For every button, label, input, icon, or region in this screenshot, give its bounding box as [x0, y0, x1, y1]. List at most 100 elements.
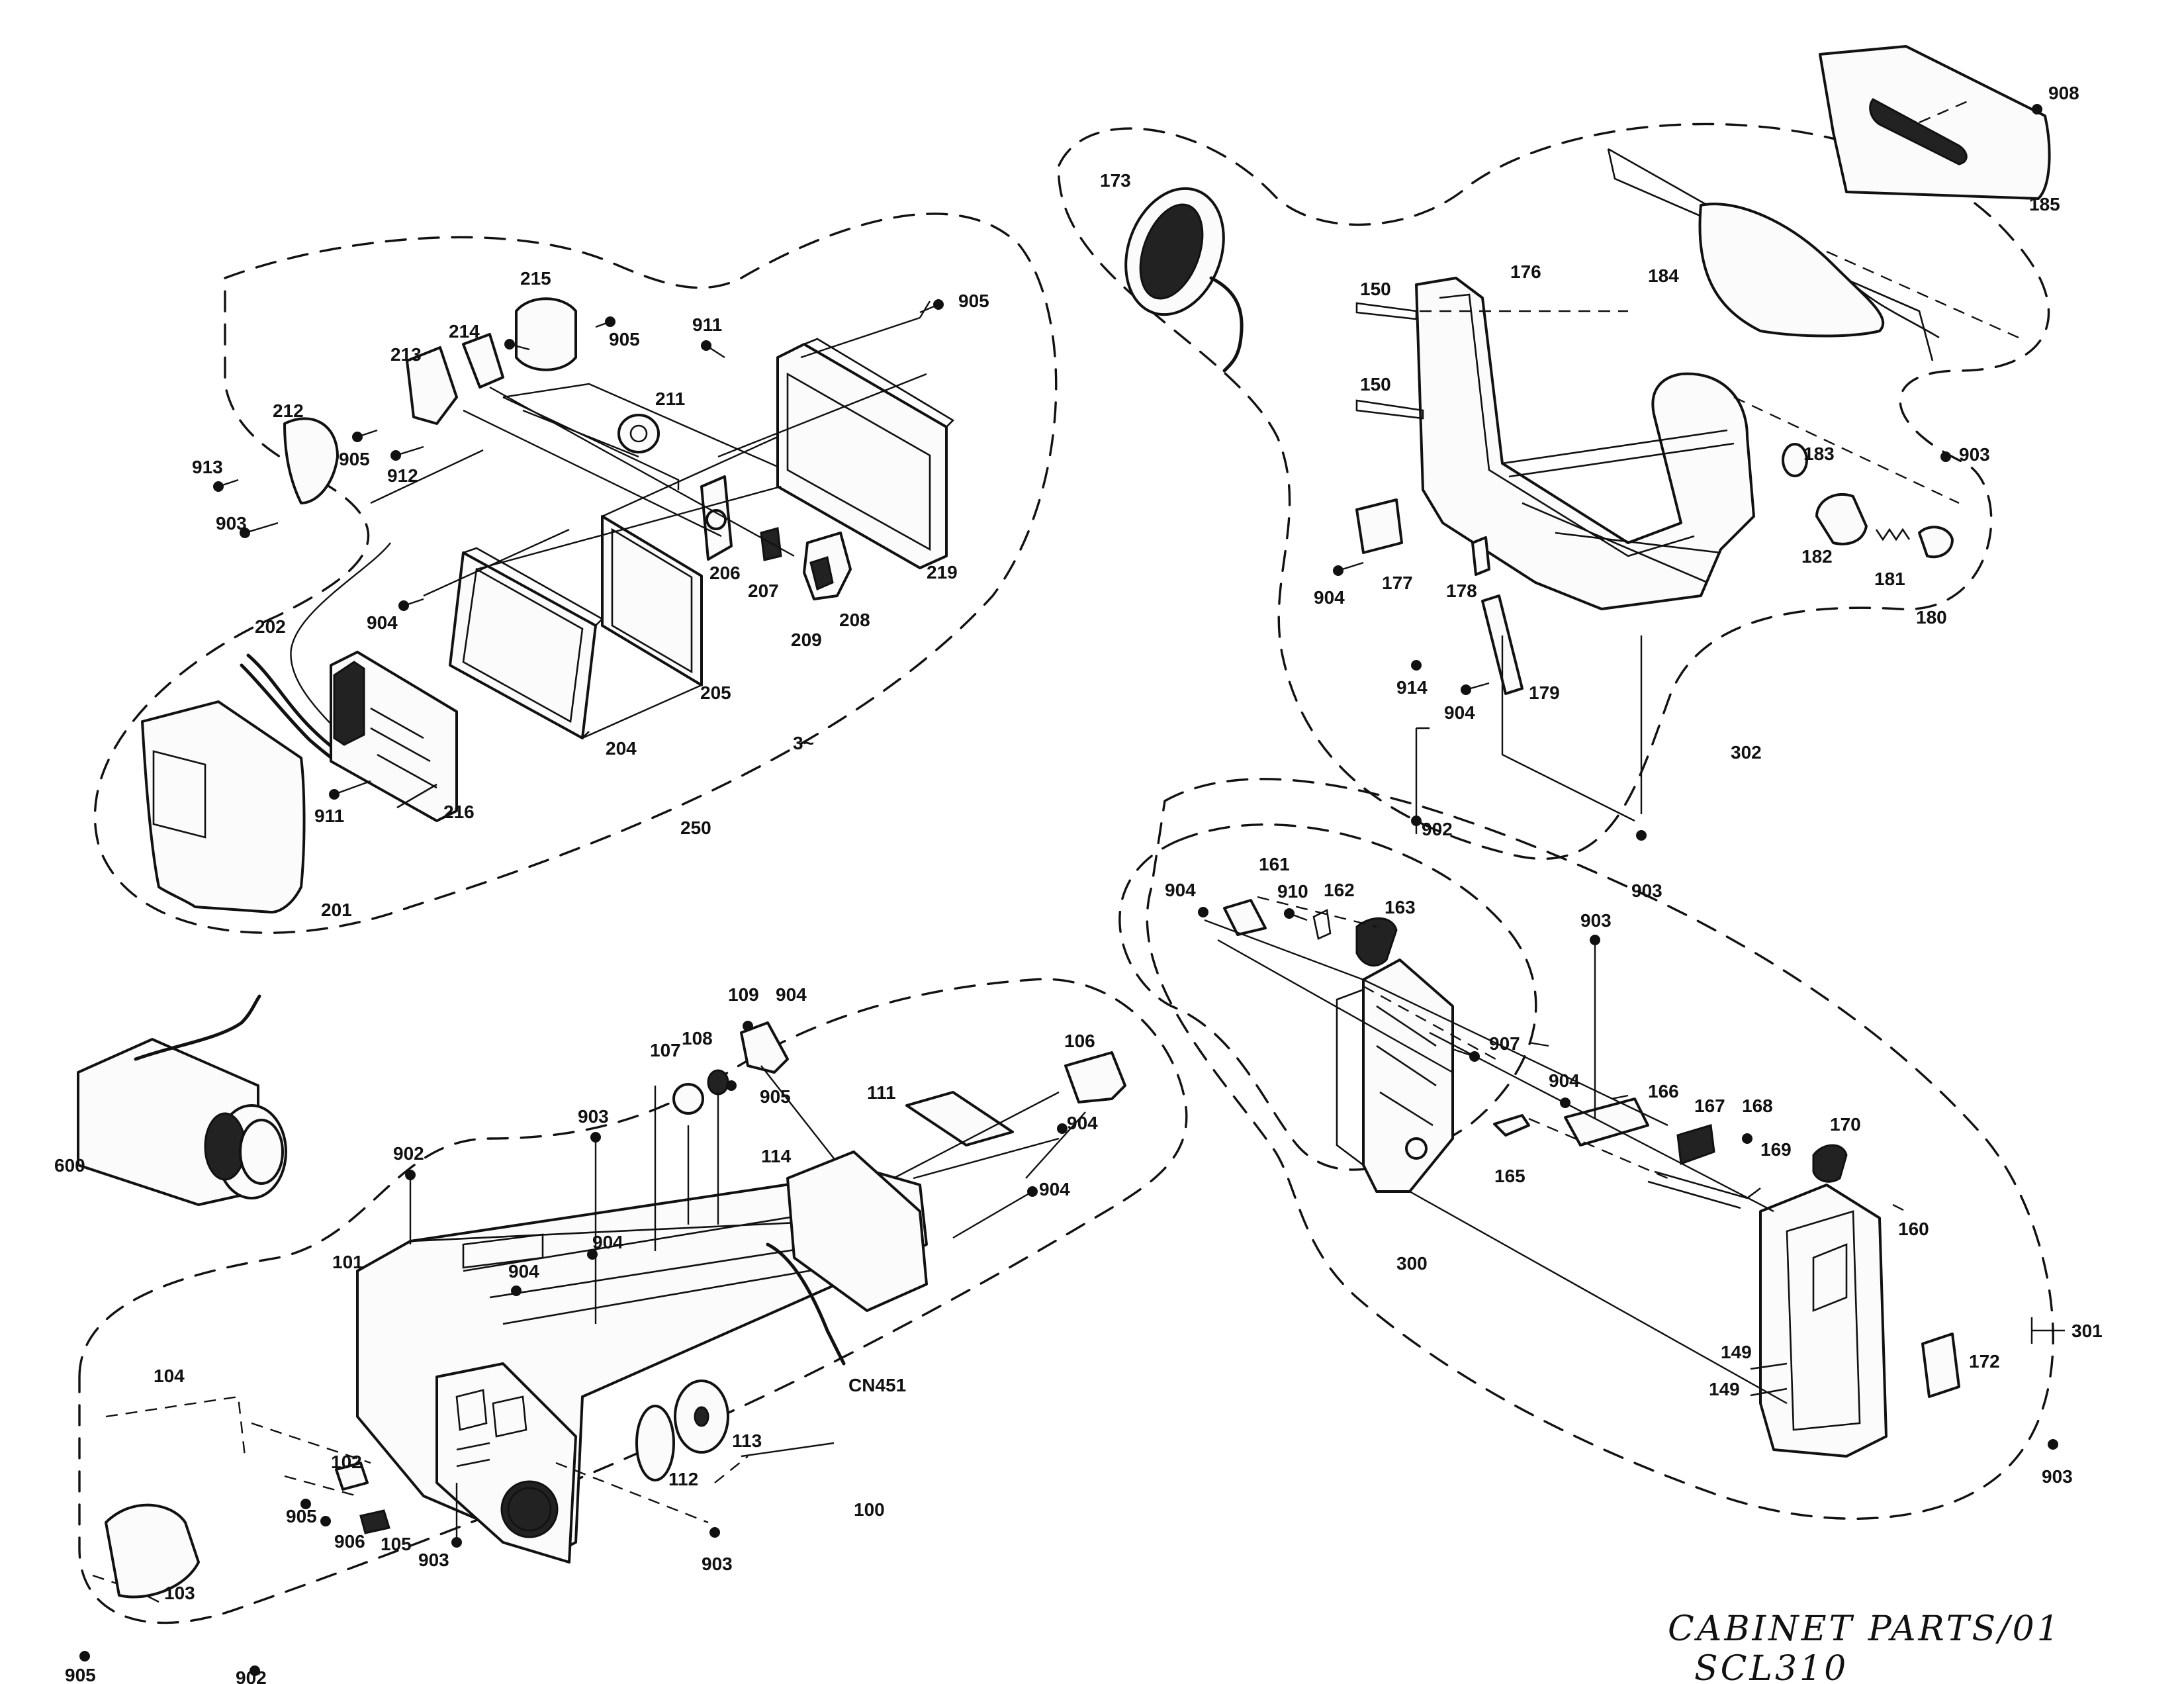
part-111-plate — [905, 1091, 1014, 1146]
label-169: 169 — [1760, 1139, 1792, 1160]
part-209-key — [809, 556, 834, 591]
label-907: 907 — [1489, 1033, 1520, 1054]
label-mark3: 3~ — [793, 733, 814, 753]
part-165-lever — [1493, 1114, 1530, 1137]
part-201-lcd-cover — [141, 700, 306, 913]
part-105-switch — [359, 1509, 390, 1534]
group-301-boundary — [1146, 778, 2054, 1520]
part-213-bracket — [406, 346, 458, 425]
label-219: 219 — [927, 562, 958, 583]
label-904-cab-b: 904 — [1067, 1113, 1098, 1133]
label-905-topright: 905 — [958, 291, 989, 311]
part-107-washer — [672, 1083, 704, 1115]
part-103-side-cover — [105, 1503, 200, 1599]
part-600-lens-glass — [239, 1119, 284, 1185]
mechanism-assembly — [1198, 896, 2065, 1458]
label-903-handle-b: 903 — [1631, 880, 1662, 901]
label-904-mech-b: 904 — [1549, 1070, 1580, 1091]
part-214-bracket — [462, 333, 504, 389]
label-101: 101 — [332, 1252, 363, 1272]
group-300-boundary — [1118, 823, 1537, 1171]
cabinet-leaders — [409, 1065, 1086, 1542]
label-163: 163 — [1385, 897, 1416, 917]
part-207-latch — [760, 527, 782, 561]
label-102: 102 — [331, 1452, 362, 1472]
lcd-assembly — [141, 297, 955, 913]
part-161-bracket — [1223, 899, 1267, 936]
part-113-gear-center — [694, 1406, 709, 1427]
label-204: 204 — [606, 738, 637, 759]
mechanism-screws — [1198, 907, 2058, 1450]
label-162: 162 — [1324, 880, 1355, 900]
part-160-frame — [1759, 1184, 1888, 1458]
part-216-traces — [370, 707, 437, 809]
mechanism-dashed — [1257, 896, 1907, 1213]
group-250-boundary — [93, 212, 1058, 934]
label-185: 185 — [2029, 194, 2060, 214]
label-100: 100 — [854, 1499, 885, 1520]
part-185-slot — [1869, 98, 1968, 165]
label-104: 104 — [154, 1366, 185, 1386]
part-150-bracket-b — [1355, 399, 1424, 420]
label-208: 208 — [839, 610, 870, 630]
label-109: 109 — [728, 984, 759, 1005]
label-cn451: CN451 — [848, 1375, 906, 1395]
label-183: 183 — [1803, 444, 1835, 464]
label-903-cab-b: 903 — [418, 1550, 449, 1570]
part-600-lens-ring — [204, 1112, 246, 1181]
part-600-cable — [134, 994, 261, 1061]
part-106-connector — [1064, 1051, 1126, 1103]
label-904-cab-c: 904 — [1039, 1179, 1070, 1199]
label-250: 250 — [680, 818, 711, 838]
part-112-ring — [635, 1405, 675, 1481]
label-903-handle: 903 — [1959, 444, 1990, 465]
cabinet-dashed — [251, 1422, 749, 1524]
part-166-plate — [1564, 1098, 1649, 1146]
part-300-details — [1376, 1005, 1437, 1127]
label-905-cab-b: 905 — [286, 1506, 317, 1526]
handle-assembly — [1124, 45, 2051, 841]
label-904-handle: 904 — [1314, 587, 1345, 608]
label-215: 215 — [520, 268, 551, 289]
part-173-lens-cap-inner — [1139, 203, 1204, 300]
label-902-cab: 902 — [393, 1143, 424, 1164]
part-215-cap — [515, 297, 577, 371]
handle-leaders — [1415, 635, 1643, 834]
caption-model: SCL310 — [1694, 1649, 1848, 1684]
label-911-bottom: 911 — [314, 806, 344, 826]
label-202: 202 — [255, 616, 286, 637]
label-906: 906 — [334, 1531, 365, 1552]
part-101-window — [462, 1233, 544, 1269]
part-219-housing-rim — [803, 338, 955, 428]
label-182: 182 — [1801, 546, 1833, 567]
label-903-mech-b: 903 — [2042, 1466, 2073, 1487]
label-150-b: 150 — [1360, 374, 1391, 395]
part-180-button — [1918, 526, 1954, 559]
mechanism-leaders — [1204, 919, 2065, 1405]
label-177: 177 — [1382, 573, 1413, 593]
part-101-top-rails — [410, 1197, 924, 1325]
label-302: 302 — [1731, 742, 1762, 763]
label-172: 172 — [1969, 1351, 2000, 1372]
label-113: 113 — [732, 1430, 762, 1451]
label-149-a: 149 — [1721, 1342, 1752, 1362]
label-160: 160 — [1898, 1219, 1929, 1239]
part-176-handle-inner — [1439, 293, 1695, 557]
label-905-cab: 905 — [760, 1086, 791, 1107]
label-904-lcd: 904 — [367, 612, 398, 633]
part-181-spring — [1875, 528, 1911, 541]
label-905-corner: 905 — [65, 1665, 96, 1684]
label-212: 212 — [273, 400, 304, 421]
label-165: 165 — [1494, 1166, 1525, 1186]
part-114-bracket — [786, 1150, 928, 1312]
speaker-grille-ring — [507, 1487, 552, 1532]
label-903-cab: 903 — [578, 1106, 609, 1127]
label-904-handle-b: 904 — [1444, 702, 1475, 723]
part-183-washer — [1782, 443, 1808, 477]
label-913: 913 — [192, 457, 223, 477]
part-170-dial — [1812, 1144, 1848, 1183]
label-106: 106 — [1064, 1031, 1095, 1051]
part-109-holder — [740, 1021, 789, 1074]
callout-labels: 215 214 905 911 905 213 212 211 905 913 … — [54, 83, 2103, 1684]
